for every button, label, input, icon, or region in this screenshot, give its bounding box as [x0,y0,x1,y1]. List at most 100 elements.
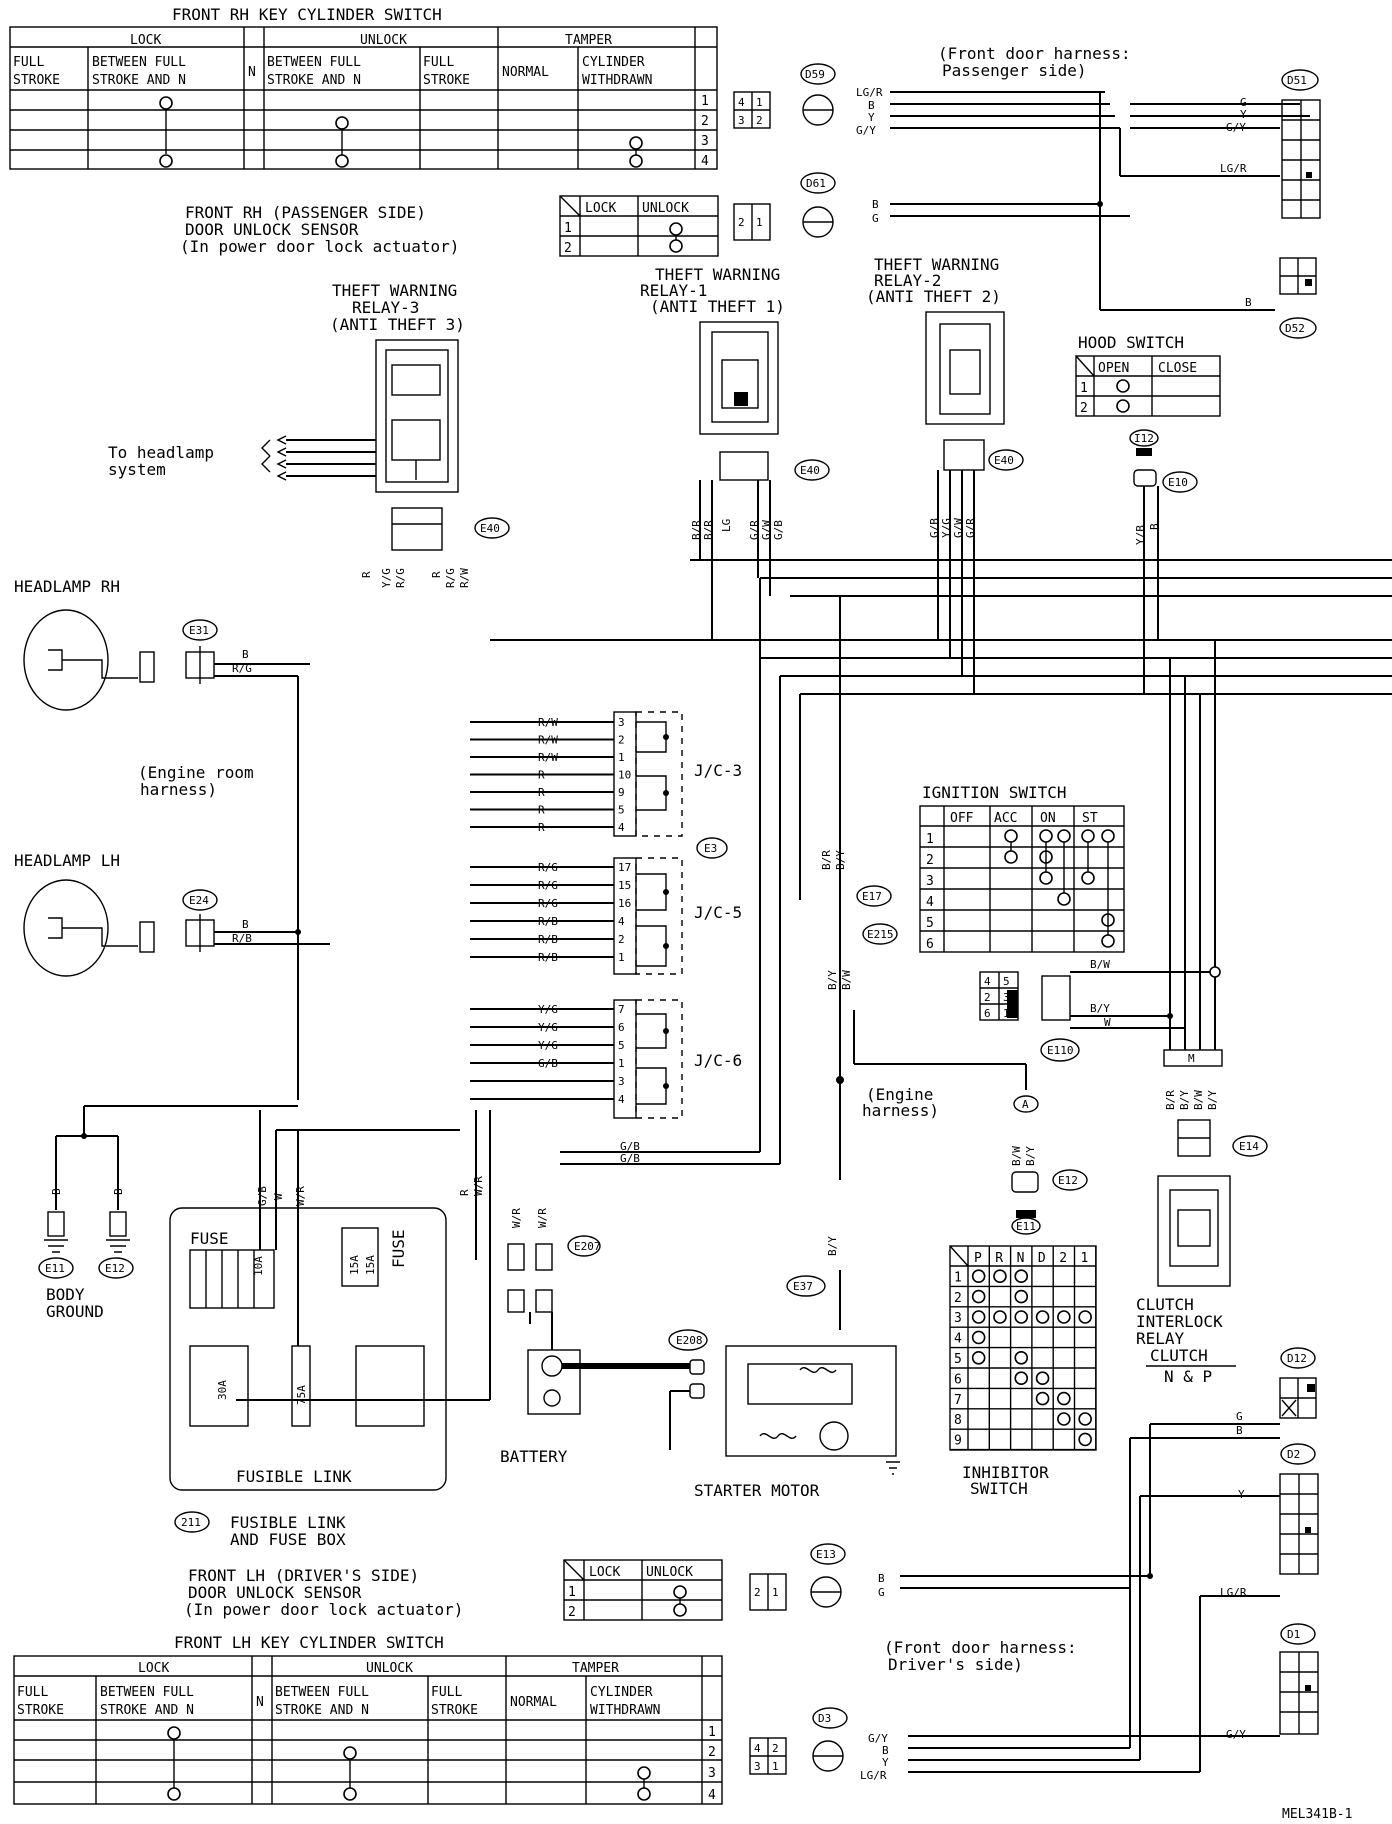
svg-text:3: 3 [754,1760,761,1773]
svg-text:B/R: B/R [702,520,715,540]
jc3-pin: 9 [618,786,625,799]
svg-text:STROKE AND N: STROKE AND N [92,73,186,88]
svg-text:G/R: G/R [964,518,977,538]
svg-text:G: G [1236,1410,1243,1423]
jc3-pin: 5 [618,804,625,817]
svg-text:A: A [1022,1098,1029,1111]
svg-text:R/W: R/W [458,568,471,588]
svg-text:6: 6 [926,937,934,952]
inhibitor-contact [1014,1269,1029,1283]
inhibitor-row: 5 [954,1352,962,1367]
svg-text:10A: 10A [252,1256,265,1276]
svg-text:ST: ST [1082,811,1098,826]
inhibitor-contact [1014,1310,1029,1324]
svg-text:RELAY-3: RELAY-3 [352,298,419,317]
svg-text:E12: E12 [105,1262,125,1275]
svg-text:INHIBITOR: INHIBITOR [962,1463,1049,1482]
svg-text:2: 2 [772,1742,779,1755]
svg-text:1: 1 [926,832,934,847]
svg-text:HOOD SWITCH: HOOD SWITCH [1078,333,1184,352]
svg-text:STROKE AND N: STROKE AND N [267,73,361,88]
svg-text:5: 5 [1003,975,1010,988]
inhibitor-contact [1035,1310,1050,1324]
svg-text:CLUTCH: CLUTCH [1136,1295,1194,1314]
jc6-pin: 4 [618,1093,625,1106]
svg-text:R: R [360,571,373,578]
svg-text:B: B [112,1188,125,1195]
svg-text:211: 211 [181,1516,201,1529]
svg-text:BETWEEN FULL: BETWEEN FULL [100,1685,194,1700]
svg-text:DOOR UNLOCK SENSOR: DOOR UNLOCK SENSOR [185,220,359,239]
svg-text:LOCK: LOCK [138,1661,169,1676]
svg-text:STARTER MOTOR: STARTER MOTOR [694,1481,820,1500]
svg-text:AND FUSE BOX: AND FUSE BOX [230,1530,346,1549]
svg-text:harness): harness) [140,780,217,799]
svg-text:CLOSE: CLOSE [1158,361,1197,376]
svg-text:To headlamp: To headlamp [108,443,214,462]
svg-text:BODY: BODY [46,1285,85,1304]
jc3-pin: 3 [618,716,625,729]
svg-text:2: 2 [568,1605,576,1620]
svg-text:NORMAL: NORMAL [510,1695,557,1710]
svg-text:6: 6 [984,1007,991,1020]
svg-text:G/Y: G/Y [868,1732,888,1745]
jc6-pin: 7 [618,1003,625,1016]
e110-connector: 4 5 2 3 6 1 E110 B/W B/Y W [979,958,1221,1062]
svg-text:STROKE: STROKE [17,1703,64,1718]
theft-relay-1: THEFT WARNING RELAY-1 (ANTI THEFT 1) E40… [640,265,830,540]
svg-text:FULL: FULL [17,1685,48,1700]
inhibitor-contact [1078,1432,1092,1447]
svg-text:4: 4 [701,154,709,169]
svg-text:E14: E14 [1239,1140,1259,1153]
svg-text:4: 4 [754,1742,761,1755]
inhibitor-contact [1014,1351,1029,1365]
svg-text:WITHDRAWN: WITHDRAWN [582,73,652,88]
svg-text:STROKE: STROKE [423,73,470,88]
svg-text:(Front door harness:: (Front door harness: [884,1638,1077,1657]
svg-text:(ANTI THEFT 1): (ANTI THEFT 1) [650,297,785,316]
ignition-switch-table: IGNITION SWITCH OFF ACC ON ST 1 2 3 4 5 … [919,783,1125,953]
headlamp-rh: HEADLAMP RH E31 B R/G [14,577,310,1100]
svg-text:2: 2 [738,216,745,229]
svg-text:B/W: B/W [1090,958,1110,971]
e3-connector [696,837,728,859]
svg-text:THEFT WARNING: THEFT WARNING [332,281,457,300]
jc3-pin: 1 [618,751,625,764]
lh-unlock-sensor-table: FRONT LH (DRIVER'S SIDE) DOOR UNLOCK SEN… [184,1559,723,1621]
svg-text:RELAY: RELAY [1136,1329,1185,1348]
svg-text:B/Y: B/Y [826,1236,839,1256]
svg-text:B/Y: B/Y [1206,1090,1219,1110]
svg-text:LG/R: LG/R [1220,1586,1247,1599]
svg-text:B: B [242,648,249,661]
svg-text:Y: Y [1240,108,1247,121]
svg-text:J/C-3: J/C-3 [694,761,742,780]
engine-room-harness-label: (Engine room [138,763,254,782]
svg-text:NORMAL: NORMAL [502,65,549,80]
svg-text:D59: D59 [805,68,825,81]
svg-text:W/R: W/R [510,1208,523,1228]
svg-text:M: M [1188,1052,1195,1065]
hood-switch-table: HOOD SWITCH OPEN CLOSE 1 2 I12 E10 Y/B B [1075,333,1221,545]
svg-text:FRONT LH KEY CYLINDER SWITCH: FRONT LH KEY CYLINDER SWITCH [174,1633,444,1652]
svg-text:2: 2 [984,991,991,1004]
inhibitor-row: 4 [954,1332,962,1347]
svg-text:G/Y: G/Y [856,124,876,137]
svg-text:WITHDRAWN: WITHDRAWN [590,1703,660,1718]
jc6-pin: 3 [618,1075,625,1088]
inhibitor-contact [1078,1412,1092,1426]
svg-text:2: 2 [1080,401,1088,416]
lh-key-cylinder-table: FRONT LH KEY CYLINDER SWITCH LOCK UNLOCK… [13,1633,723,1805]
svg-text:LG/R: LG/R [860,1769,887,1782]
svg-text:B/R: B/R [1164,1090,1177,1110]
svg-text:E13: E13 [816,1548,836,1561]
svg-text:B: B [868,99,875,112]
svg-text:CYLINDER: CYLINDER [590,1685,653,1700]
fuse-box: FUSE 10A 15A 15A FUSE 30A 75A FUSIBLE LI… [169,1110,549,1549]
svg-text:G: G [878,1586,885,1599]
svg-text:N: N [256,1695,264,1710]
svg-text:2: 2 [701,114,709,129]
jc6-out-2: G/B [620,1152,640,1165]
svg-text:B: B [878,1572,885,1585]
